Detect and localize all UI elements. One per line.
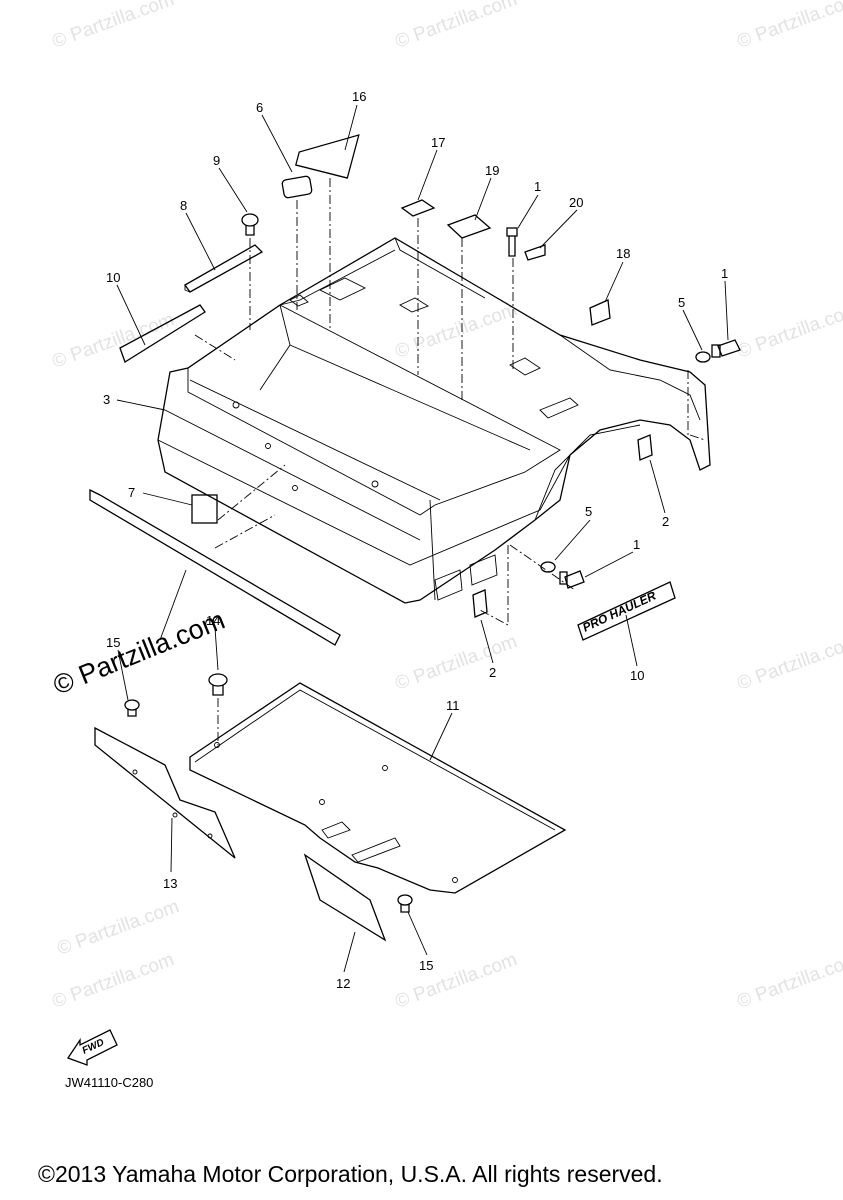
watermark: © Partzilla.com — [735, 949, 843, 1013]
callout-18: 18 — [616, 246, 630, 261]
callout-15-left: 15 — [106, 635, 120, 650]
callout-5-lower: 5 — [585, 504, 592, 519]
callout-13: 13 — [163, 876, 177, 891]
callout-labels: 16 6 17 19 1 20 9 8 18 1 10 5 3 7 2 5 1 … — [103, 89, 728, 991]
watermark: © Partzilla.com — [393, 949, 520, 1013]
clip-2-right — [637, 434, 653, 461]
leader-lines — [116, 104, 729, 973]
callout-2-right: 2 — [662, 514, 669, 529]
bottom-trim — [89, 488, 341, 646]
callout-11: 11 — [446, 698, 460, 713]
watermark-group: © Partzilla.com © Partzilla.com © Partzi… — [50, 0, 843, 1013]
watermark-main: © Partzilla.com — [49, 605, 229, 701]
watermark: © Partzilla.com — [393, 299, 520, 363]
cargo-bed — [157, 237, 711, 604]
callout-17: 17 — [431, 135, 445, 150]
watermark: © Partzilla.com — [735, 299, 843, 363]
watermark: © Partzilla.com — [735, 0, 843, 53]
callout-15-right: 15 — [419, 958, 433, 973]
watermark: © Partzilla.com — [55, 896, 182, 960]
sticker-17 — [400, 199, 436, 217]
callout-8: 8 — [180, 198, 187, 213]
decal-pro-hauler: PRO HAULER — [577, 581, 676, 641]
floor-panel-11 — [189, 682, 567, 894]
clip-2-bottom — [472, 589, 488, 618]
panel-13 — [94, 726, 236, 859]
callout-1-right: 1 — [721, 266, 728, 281]
assembly-lines — [194, 178, 706, 745]
callout-3: 3 — [103, 392, 110, 407]
panel-12 — [303, 853, 387, 942]
callout-7: 7 — [128, 485, 135, 500]
callout-6: 6 — [256, 100, 263, 115]
callout-9: 9 — [213, 153, 220, 168]
pad-6 — [281, 175, 313, 199]
callout-1-lower: 1 — [633, 537, 640, 552]
sticker-16 — [295, 134, 360, 179]
copyright-notice: ©2013 Yamaha Motor Corporation, U.S.A. A… — [38, 1161, 663, 1187]
callout-10-left: 10 — [106, 270, 120, 285]
washer-5-right — [695, 351, 711, 363]
diagram-code: JW41110-C280 — [65, 1075, 153, 1090]
callout-12: 12 — [336, 976, 350, 991]
sticker-7 — [191, 494, 218, 524]
fastener-15-right — [397, 894, 413, 913]
watermark: © Partzilla.com — [50, 949, 177, 1013]
bolt-1-lower — [559, 570, 585, 589]
sticker-18 — [589, 299, 611, 326]
clip-9 — [241, 213, 259, 236]
sticker-19 — [446, 214, 492, 239]
screw-1-top — [506, 227, 518, 257]
fastener-14 — [208, 673, 228, 696]
callout-2-bottom: 2 — [489, 665, 496, 680]
callout-16: 16 — [352, 89, 366, 104]
strip-10-left — [119, 304, 206, 363]
watermark: © Partzilla.com — [735, 631, 843, 695]
fwd-label: FWD — [81, 1037, 106, 1057]
sticker-20 — [524, 244, 546, 261]
fastener-15-left — [124, 699, 140, 717]
callout-19: 19 — [485, 163, 499, 178]
callout-5-right: 5 — [678, 295, 685, 310]
watermark: © Partzilla.com — [50, 0, 177, 53]
watermark: © Partzilla.com — [393, 0, 520, 53]
callout-1-top: 1 — [534, 179, 541, 194]
bolt-1-right — [711, 339, 741, 358]
rail-8 — [184, 244, 264, 293]
callout-20: 20 — [569, 195, 583, 210]
watermark: © Partzilla.com — [393, 631, 520, 695]
fwd-arrow-icon: FWD — [67, 1029, 118, 1066]
callout-10-decal: 10 — [630, 668, 644, 683]
callout-14: 14 — [206, 613, 220, 628]
washer-5-lower — [540, 561, 556, 573]
